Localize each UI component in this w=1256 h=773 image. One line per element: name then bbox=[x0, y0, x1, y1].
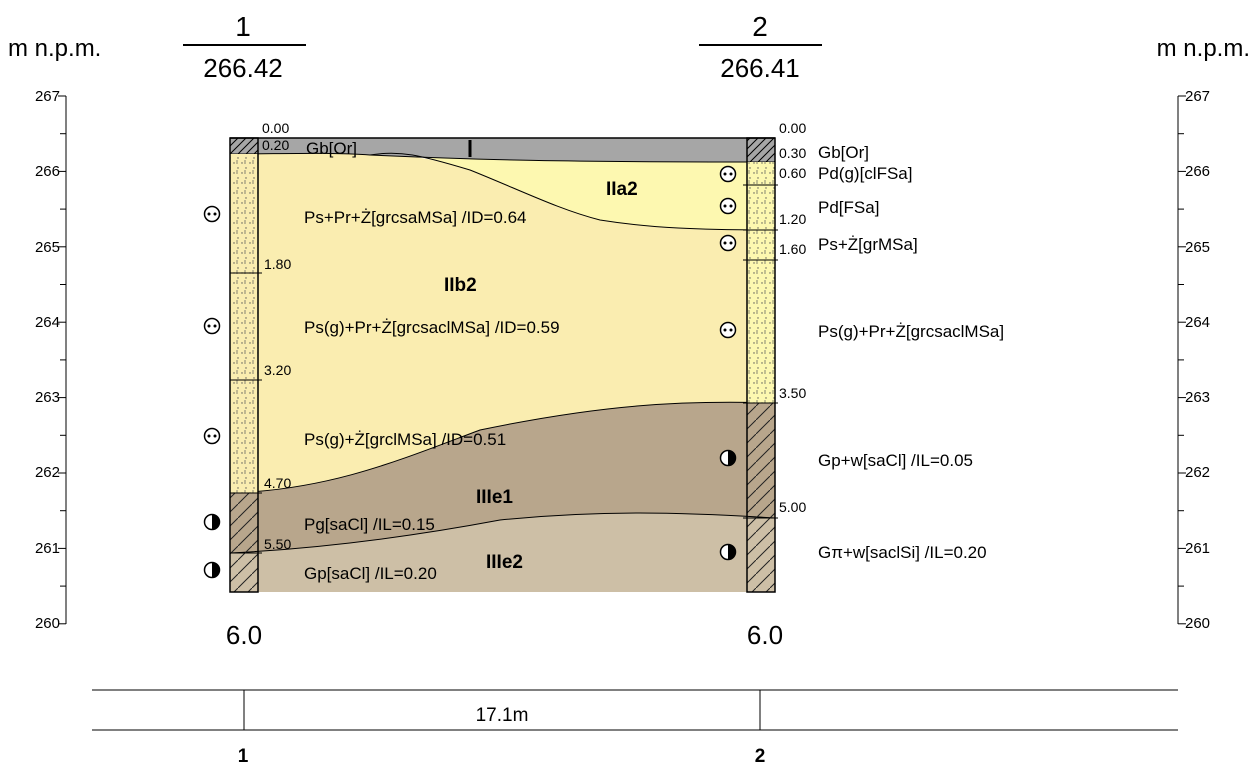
footer-borehole-1: 1 bbox=[238, 746, 249, 767]
tick-label-left-260: 260 bbox=[35, 615, 60, 632]
bh2-layer-label-6: Gπ+w[saclSi] /IL=0.20 bbox=[818, 543, 987, 562]
tick-label-right-263: 263 bbox=[1185, 389, 1210, 406]
tick-label-left-263: 263 bbox=[35, 389, 60, 406]
unit-label-iib2: IIb2 bbox=[444, 275, 477, 296]
bh1-layer-label-3: Ps(g)+Ż[grclMSa] /ID=0.51 bbox=[304, 430, 506, 449]
bh1-layer-label-1: Ps+Pr+Ż[grcsaMSa] /ID=0.64 bbox=[304, 208, 527, 227]
bh2-layer-label-3: Ps+Ż[grMSa] bbox=[818, 235, 918, 254]
bh1-depth-1: 0.20 bbox=[262, 137, 289, 153]
bh1-layer-label-5: Gp[saCl] /IL=0.20 bbox=[304, 564, 437, 583]
borehole-1-column bbox=[229, 137, 259, 593]
bh1-total-depth: 6.0 bbox=[226, 620, 262, 650]
axis-unit-label-right: m n.p.m. bbox=[1157, 35, 1250, 62]
half-filled-circle-icon bbox=[719, 449, 737, 467]
dense-sand-icon bbox=[719, 165, 737, 183]
bh2-layer-label-5: Gp+w[saCl] /IL=0.05 bbox=[818, 451, 973, 470]
tick-label-left-267: 267 bbox=[35, 88, 60, 105]
tick-label-right-261: 261 bbox=[1185, 540, 1210, 557]
unit-label-iiie2: IIIe2 bbox=[486, 552, 523, 573]
axis-tick-marks bbox=[58, 95, 1186, 625]
tick-label-right-265: 265 bbox=[1185, 239, 1210, 256]
borehole-1-number: 1 bbox=[235, 11, 251, 42]
distance-table bbox=[92, 689, 1178, 731]
bh2-layer-label-1: Pd(g)[clFSa] bbox=[818, 164, 912, 183]
layer-clay-lower bbox=[230, 513, 775, 592]
bh2-depth-2: 0.60 bbox=[779, 165, 806, 181]
bh2-depth-1: 0.30 bbox=[779, 145, 806, 161]
dense-sand-icon bbox=[719, 197, 737, 215]
bh2-layer-label-4: Ps(g)+Pr+Ż[grcsaclMSa] bbox=[818, 322, 1004, 341]
bh1-depth-5: 5.50 bbox=[264, 536, 291, 552]
dense-sand-icon bbox=[719, 234, 737, 252]
bh2-depth-6: 5.00 bbox=[779, 499, 806, 515]
section-layers bbox=[230, 138, 775, 592]
half-filled-circle-icon bbox=[203, 561, 221, 579]
bh1-layer-label-4: Pg[saCl] /IL=0.15 bbox=[304, 515, 435, 534]
bh2-depth-4: 1.60 bbox=[779, 241, 806, 257]
tick-label-left-262: 262 bbox=[35, 464, 60, 481]
clay-consistency-symbols bbox=[203, 449, 737, 579]
borehole-1-header: 1 266.42 bbox=[183, 11, 306, 83]
borehole-2-header: 2 266.41 bbox=[699, 11, 822, 83]
tick-label-right-266: 266 bbox=[1185, 163, 1210, 180]
dense-sand-icon bbox=[203, 427, 221, 445]
bh2-depth-5: 3.50 bbox=[779, 385, 806, 401]
half-filled-circle-icon bbox=[203, 513, 221, 531]
dense-sand-icon bbox=[203, 317, 221, 335]
borehole-2-column bbox=[746, 137, 776, 593]
bh2-layer-label-2: Pd[FSa] bbox=[818, 198, 879, 217]
layer-topsoil bbox=[230, 138, 775, 162]
borehole-2-depth-lines bbox=[743, 184, 778, 519]
bh1-depth-0: 0.00 bbox=[262, 120, 289, 136]
bh1-layer-label-0: Gb[Or] bbox=[306, 139, 357, 158]
borehole-1-elevation: 266.42 bbox=[203, 53, 283, 83]
bh1-layer-label-2: Ps(g)+Pr+Ż[grcsaclMSa] /ID=0.59 bbox=[304, 318, 560, 337]
borehole-2-number: 2 bbox=[752, 11, 768, 42]
dense-sand-icon bbox=[203, 205, 221, 223]
tick-label-left-264: 264 bbox=[35, 314, 60, 331]
bh1-depth-3: 3.20 bbox=[264, 362, 291, 378]
bh1-depth-2: 1.80 bbox=[264, 256, 291, 272]
footer-borehole-2: 2 bbox=[755, 746, 766, 767]
bh1-depth-4: 4.70 bbox=[264, 475, 291, 491]
distance-label: 17.1m bbox=[476, 705, 529, 726]
half-filled-circle-icon bbox=[719, 543, 737, 561]
unit-label-iia2: IIa2 bbox=[606, 179, 638, 200]
layer-sand-coarse bbox=[230, 152, 775, 494]
sand-density-symbols bbox=[203, 165, 737, 445]
tick-label-right-262: 262 bbox=[1185, 464, 1210, 481]
bh2-layer-label-0: Gb[Or] bbox=[818, 143, 869, 162]
tick-label-right-264: 264 bbox=[1185, 314, 1210, 331]
tick-label-right-260: 260 bbox=[1185, 615, 1210, 632]
bh2-total-depth: 6.0 bbox=[747, 620, 783, 650]
borehole-2-elevation: 266.41 bbox=[720, 53, 800, 83]
tick-label-left-266: 266 bbox=[35, 163, 60, 180]
bh2-depth-3: 1.20 bbox=[779, 211, 806, 227]
layer-boundaries bbox=[229, 137, 776, 554]
axis-unit-label-left: m n.p.m. bbox=[8, 35, 101, 62]
borehole-1-depth-lines bbox=[230, 272, 262, 554]
unit-label-iiie1: IIIe1 bbox=[476, 487, 513, 508]
tick-label-left-265: 265 bbox=[35, 239, 60, 256]
tick-label-right-267: 267 bbox=[1185, 88, 1210, 105]
layer-clay-upper bbox=[230, 402, 775, 553]
bh2-depth-0: 0.00 bbox=[779, 120, 806, 136]
tick-label-left-261: 261 bbox=[35, 540, 60, 557]
dense-sand-icon bbox=[719, 321, 737, 339]
layer-sand-fine bbox=[370, 153, 775, 230]
